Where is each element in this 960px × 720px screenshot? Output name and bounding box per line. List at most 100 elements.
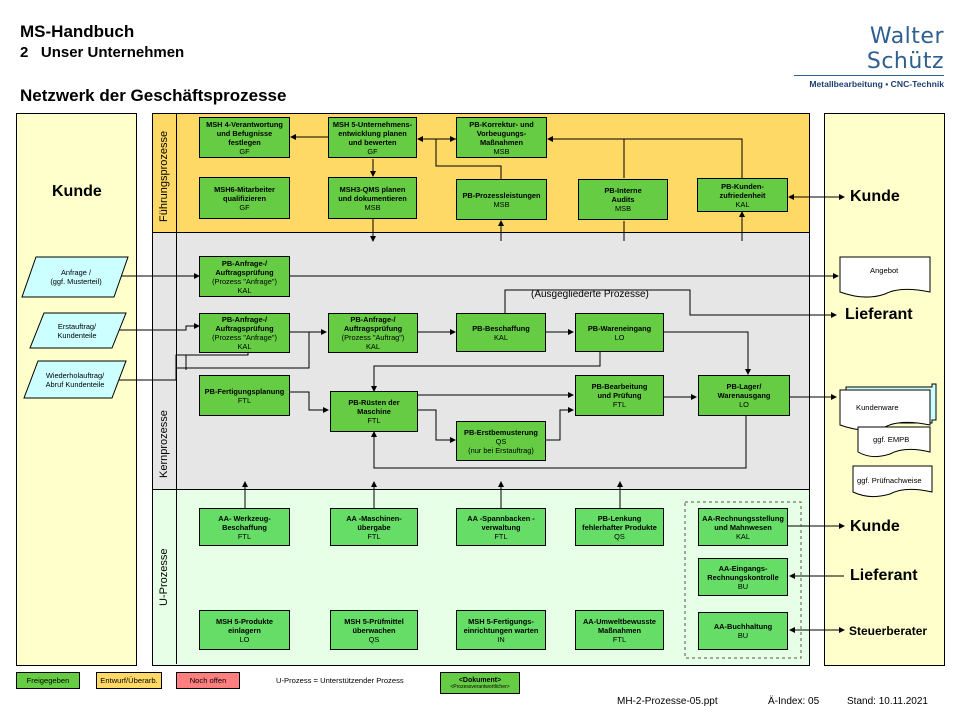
process-anfrage-2[interactable]: PB-Anfrage-/ Auftragsprüfung (Prozess "A… xyxy=(199,313,290,353)
process-owner: KAL xyxy=(237,342,252,351)
process-ruesten[interactable]: PB-Rüsten der Maschine FTL xyxy=(330,391,418,432)
process-buchhaltung[interactable]: AA-Buchhaltung BU xyxy=(698,612,788,650)
process-title: PB-Rüsten der Maschine xyxy=(348,398,400,416)
process-owner: FTL xyxy=(612,634,627,644)
process-owner: KAL xyxy=(237,285,252,295)
process-owner: GF xyxy=(239,202,250,212)
finance-group-frame xyxy=(684,501,802,659)
input-erstauftrag: Erstauftrag/ Kundenteile xyxy=(57,321,97,340)
footer-index: Ä-Index: 05 xyxy=(768,696,820,707)
process-pruefmittel[interactable]: MSH 5-Prüfmittel überwachen QS xyxy=(330,610,418,650)
footer-file: MH-2-Prozesse-05.ppt xyxy=(617,696,718,707)
process-title: PB-Fertigungsplanung xyxy=(204,386,285,396)
footer-stand: Stand: 10.11.2021 xyxy=(847,696,928,707)
input-shape-anfrage xyxy=(21,256,129,298)
process-owner: KAL xyxy=(736,531,750,541)
process-werkzeug[interactable]: AA- Werkzeug- Beschaffung FTL xyxy=(199,508,290,546)
input-shape-wiederhol xyxy=(23,360,127,399)
process-title: PB-Kunden- zufriedenheit xyxy=(719,181,766,200)
process-title: PB-Lenkung fehlerhafter Produkte xyxy=(582,513,657,532)
process-title: MSH 5-Produkte einlagern xyxy=(215,616,274,635)
process-owner: KAL xyxy=(494,332,508,342)
process-title: MSH 5-Prüfmittel überwachen xyxy=(344,616,404,635)
logo-tagline: Metallbearbeitung ▪ CNC-Technik xyxy=(809,79,944,89)
process-owner: FTL xyxy=(494,531,508,541)
process-title: PB-Bearbeitung und Prüfung xyxy=(591,382,648,400)
process-msh3-qms[interactable]: MSH3-QMS planen und dokumentieren MSB xyxy=(328,177,417,219)
process-msh4-verantwortung[interactable]: MSH 4-Verantwortung und Befugnisse festl… xyxy=(199,117,290,158)
process-owner: MSB xyxy=(493,199,510,209)
process-rechnungsstellung[interactable]: AA-Rechnungsstellung und Mahnwesen KAL xyxy=(698,508,788,546)
process-msh5-unternehmensentwicklung[interactable]: MSH 5-Unternehmens- entwicklung planen u… xyxy=(328,117,417,158)
process-title: MSH 5-Fertigungs- einrichtungen warten xyxy=(463,616,539,635)
process-owner: GF xyxy=(367,146,378,156)
process-maschinenuebergabe[interactable]: AA -Maschinen- übergabe FTL xyxy=(330,508,418,546)
legend-freigegeben: Freigegeben xyxy=(16,672,80,689)
process-erstbemusterung[interactable]: PB-Erstbemusterung QS (nur bei Erstauftr… xyxy=(456,421,546,461)
process-beschaffung[interactable]: PB-Beschaffung KAL xyxy=(456,313,546,352)
process-lager[interactable]: PB-Lager/ Warenausgang LO xyxy=(698,375,790,416)
process-produkte-einlagern[interactable]: MSH 5-Produkte einlagern LO xyxy=(199,610,290,650)
logo-rule xyxy=(794,75,944,76)
process-owner: MSB xyxy=(614,204,631,213)
output-empb: ggf. EMPB xyxy=(873,435,910,444)
output-kundenware: Kundenware xyxy=(856,403,899,412)
process-owner: KAL xyxy=(735,199,750,209)
input-wiederhol: Wiederholauftrag/ Abruf Kundenteile xyxy=(45,370,105,389)
page-title: Netzwerk der Geschäftsprozesse xyxy=(20,86,287,105)
process-msh6-mitarbeiter[interactable]: MSH6-Mitarbeiter qualifizieren GF xyxy=(199,177,290,219)
kunde-left-label: Kunde xyxy=(52,183,102,200)
process-anfrage-1[interactable]: PB-Anfrage-/ Auftragsprüfung (Prozess "A… xyxy=(199,256,290,297)
process-eingangsrechnung[interactable]: AA-Eingangs- Rechnungskontrolle BU xyxy=(698,558,788,596)
process-title: AA-Rechnungsstellung und Mahnwesen xyxy=(702,513,784,532)
band-divider xyxy=(176,113,177,664)
process-title: AA-Umweltbewusste Maßnahmen xyxy=(582,616,657,635)
legend-u-prozess: U-Prozess = Unterstützender Prozess xyxy=(276,676,404,685)
ausgegliedert-label: (Ausgegliederte Prozesse) xyxy=(531,289,649,300)
kunde-right-top-label: Kunde xyxy=(850,188,900,205)
process-owner: QS xyxy=(495,436,507,446)
lieferant-right-bottom-label: Lieferant xyxy=(850,567,918,584)
process-fertigungseinrichtungen[interactable]: MSH 5-Fertigungs- einrichtungen warten I… xyxy=(456,610,546,650)
kunde-right-bottom-label: Kunde xyxy=(850,518,900,535)
process-prozessleistungen[interactable]: PB-Prozessleistungen MSB xyxy=(456,179,547,220)
process-fertigungsplanung[interactable]: PB-Fertigungsplanung FTL xyxy=(199,375,290,416)
process-title: PB-Anfrage-/ Auftragsprüfung xyxy=(215,258,274,277)
steuerberater-label: Steuerberater xyxy=(849,624,928,638)
process-sub: (Prozess "Anfrage") xyxy=(212,333,277,342)
process-korrektur-vorbeugung[interactable]: PB-Korrektur- und Vorbeugungs- Maßnahmen… xyxy=(456,117,547,158)
process-auftrag[interactable]: PB-Anfrage-/ Auftragsprüfung (Prozess "A… xyxy=(328,313,418,353)
process-bearbeitung[interactable]: PB-Bearbeitung und Prüfung FTL xyxy=(575,375,664,416)
process-owner: FTL xyxy=(612,400,627,409)
process-title: PB-Anfrage-/ Auftragsprüfung xyxy=(343,315,403,333)
arrows xyxy=(112,134,845,633)
process-title: PB-Interne Audits xyxy=(604,186,642,204)
doc-pruefnachweise xyxy=(852,465,933,498)
process-owner: BU xyxy=(737,631,749,640)
process-title: PB-Beschaffung xyxy=(472,323,530,333)
process-title: MSH3-QMS planen und dokumentieren xyxy=(338,184,407,203)
doc-angebot xyxy=(839,256,931,298)
output-pruefnachweise: ggf. Prüfnachweise xyxy=(857,476,922,485)
process-lenkung[interactable]: PB-Lenkung fehlerhafter Produkte QS xyxy=(575,508,664,546)
chapter-heading: 2 Unser Unternehmen xyxy=(20,44,184,61)
process-umwelt[interactable]: AA-Umweltbewusste Maßnahmen FTL xyxy=(575,610,664,650)
process-owner: LO xyxy=(739,400,749,409)
process-title: MSH6-Mitarbeiter qualifizieren xyxy=(214,184,275,203)
process-owner: LO xyxy=(614,332,625,342)
process-owner: FTL xyxy=(237,395,252,405)
process-title: PB-Wareneingang xyxy=(587,323,652,333)
process-owner: MSB xyxy=(493,146,510,156)
process-owner: KAL xyxy=(366,342,380,351)
process-wareneingang[interactable]: PB-Wareneingang LO xyxy=(575,313,664,352)
process-owner: MSB xyxy=(364,202,381,212)
input-shape-erstauftrag xyxy=(29,312,127,349)
process-title: AA -Spannbacken - verwaltung xyxy=(467,513,535,532)
process-kundenzufriedenheit[interactable]: PB-Kunden- zufriedenheit KAL xyxy=(697,178,788,212)
process-interne-audits[interactable]: PB-Interne Audits MSB xyxy=(578,179,668,220)
process-title: PB-Prozessleistungen xyxy=(462,190,541,200)
process-sub: (Prozess "Anfrage") xyxy=(212,276,277,286)
lieferant-right-top-label: Lieferant xyxy=(845,306,913,323)
process-spannbacken[interactable]: AA -Spannbacken - verwaltung FTL xyxy=(456,508,546,546)
